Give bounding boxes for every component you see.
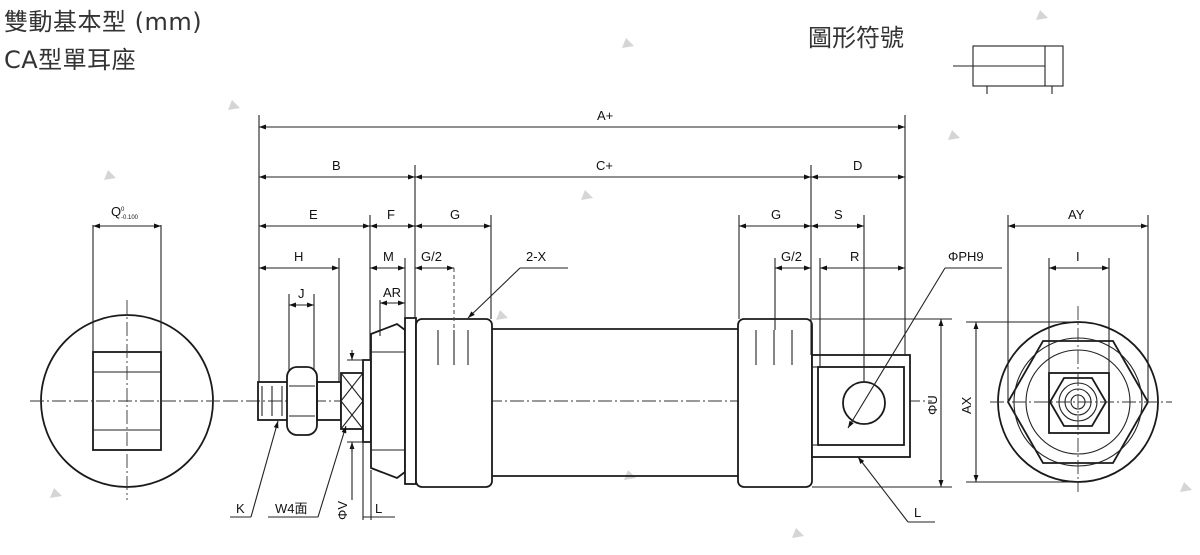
watermark [50,10,1192,538]
dim-l-right-label: L [914,505,921,520]
dim-k-label: K [236,501,245,516]
dimension-lines [230,115,1149,523]
dim-ay-label: AY [1068,207,1085,222]
dim-ph-label: ΦPH9 [948,249,984,264]
dim-b-label: B [332,158,341,173]
dim-m-label: M [383,249,394,264]
dim-x-label: 2-X [526,249,547,264]
dim-g-left-label: G [450,207,460,222]
dim-e-label: E [309,207,318,222]
dim-d-label: D [853,158,862,173]
dim-v-label: ΦV [335,501,350,520]
dim-f-label: F [387,207,395,222]
dim-s-label: S [834,207,843,222]
dim-a-label: A+ [597,108,613,123]
left-end-view [30,223,224,500]
dim-l-left-label: L [375,501,382,516]
cylinder-side-view [224,268,932,488]
dim-w-label: W4面 [275,501,308,516]
page-title: 雙動基本型 (mm) [4,8,203,36]
cylinder-symbol [953,45,1064,94]
dim-r-label: R [850,249,859,264]
dim-q-label: Q [111,204,121,219]
dim-c-label: C+ [596,158,613,173]
dim-u-label: ΦU [925,395,940,415]
page-subtitle: CA型單耳座 [4,46,137,74]
dim-i-label: I [1076,249,1080,264]
symbol-label: 圖形符號 [808,24,904,52]
dim-ar-label: AR [383,285,401,300]
dim-g2-right-label: G/2 [781,249,802,264]
dim-j-label: J [298,286,305,301]
dim-g-right-label: G [771,207,781,222]
dim-q-tol-bottom: -0.100 [121,215,139,221]
dim-ax-label: AX [959,396,974,414]
dim-h-label: H [294,249,303,264]
dim-g2-left-label: G/2 [421,249,442,264]
dim-q-tol-top: 0 [121,207,125,213]
right-end-view [990,306,1172,492]
